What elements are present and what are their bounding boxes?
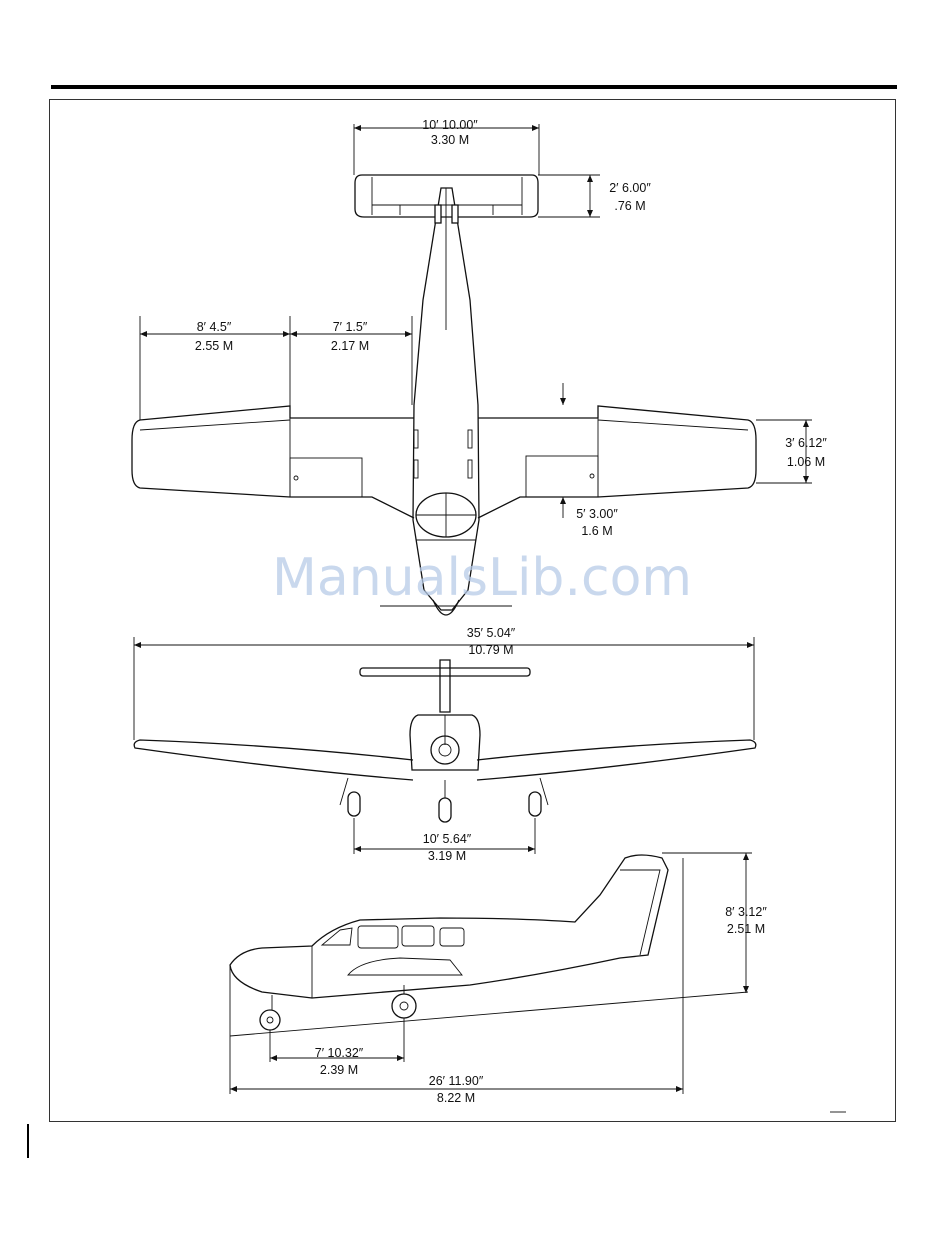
windshield: [322, 928, 352, 945]
front-nose-wheel: [439, 798, 451, 822]
track-m: 3.19 M: [428, 849, 466, 863]
wheelbase-m: 2.39 M: [320, 1063, 358, 1077]
side-view-dimensions: [230, 853, 752, 1094]
root-chord-ft: 5′ 3.00″: [576, 507, 618, 521]
track-ft: 10′ 5.64″: [423, 832, 472, 846]
right-flap: [526, 456, 598, 497]
stab-chord-ft: 2′ 6.00″: [609, 181, 651, 195]
side-window-1: [358, 926, 398, 948]
length-ft: 26′ 11.90″: [429, 1074, 484, 1088]
front-right-wing: [477, 740, 756, 780]
side-nose-wheel: [260, 1010, 280, 1030]
wheelbase-ft: 7′ 10.32″: [315, 1046, 364, 1060]
wingspan-m: 10.79 M: [468, 643, 513, 657]
inner-panel-m: 2.17 M: [331, 339, 369, 353]
wing-chord-m: 1.06 M: [787, 455, 825, 469]
left-flap: [290, 458, 362, 497]
root-chord-m: 1.6 M: [581, 524, 612, 538]
height-ft: 8′ 3.12″: [725, 905, 767, 919]
left-wing: [132, 406, 414, 518]
watermark: ManualsLib.com: [272, 548, 692, 608]
front-left-wing: [134, 740, 413, 780]
outer-panel-m: 2.55 M: [195, 339, 233, 353]
side-main-wheel: [392, 994, 416, 1018]
length-m: 8.22 M: [437, 1091, 475, 1105]
stab-span-ft: 10′ 10.00″: [422, 118, 478, 132]
stab-chord-m: .76 M: [614, 199, 645, 213]
side-fuselage: [230, 855, 668, 998]
height-m: 2.51 M: [727, 922, 765, 936]
front-left-wheel: [348, 792, 360, 816]
right-wing: [478, 406, 756, 518]
inner-panel-ft: 7′ 1.5″: [333, 320, 368, 334]
wingspan-ft: 35′ 5.04″: [467, 626, 516, 640]
ground-line: [230, 992, 748, 1036]
front-view: [134, 660, 756, 822]
wing-chord-ft: 3′ 6.12″: [785, 436, 827, 450]
outer-panel-ft: 8′ 4.5″: [197, 320, 232, 334]
side-window-2: [402, 926, 434, 946]
side-wing-root: [348, 958, 462, 975]
front-right-wheel: [529, 792, 541, 816]
side-fin: [620, 870, 660, 955]
stab-span-m: 3.30 M: [431, 133, 469, 147]
top-view-dimensions: [140, 124, 812, 518]
stabilizer-outline: [355, 175, 538, 217]
front-stabilizer: [360, 668, 530, 676]
side-window-3: [440, 928, 464, 946]
side-view: [230, 855, 748, 1036]
